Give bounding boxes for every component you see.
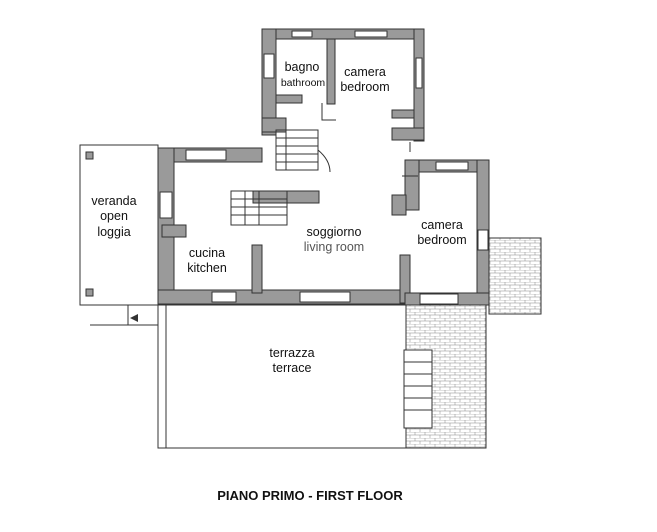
label-bathroom-en: bathroom (281, 77, 326, 89)
label-bedroom-north-en: bedroom (340, 80, 389, 94)
label-living-en: living room (304, 240, 364, 254)
veranda-pillar (85, 288, 94, 297)
label-terrace-en: terrace (273, 361, 312, 375)
doors (317, 103, 418, 177)
label-terrace: terrazza (269, 346, 314, 360)
label-bedroom-north: camera (344, 65, 386, 79)
staircase (230, 129, 319, 226)
label-veranda-3: loggia (97, 225, 130, 239)
label-bedroom-east-en: bedroom (417, 233, 466, 247)
plan-title: PIANO PRIMO - FIRST FLOOR (217, 488, 403, 503)
label-kitchen: cucina (189, 246, 225, 260)
label-veranda-2: open (100, 209, 128, 223)
label-kitchen-en: kitchen (187, 261, 227, 275)
veranda-pillar (85, 151, 94, 160)
terrace-area (90, 237, 542, 449)
label-bathroom: bagno (285, 60, 320, 74)
label-veranda: veranda (91, 194, 136, 208)
windows (159, 30, 489, 305)
label-living: soggiorno (307, 225, 362, 239)
label-bedroom-east: camera (421, 218, 463, 232)
